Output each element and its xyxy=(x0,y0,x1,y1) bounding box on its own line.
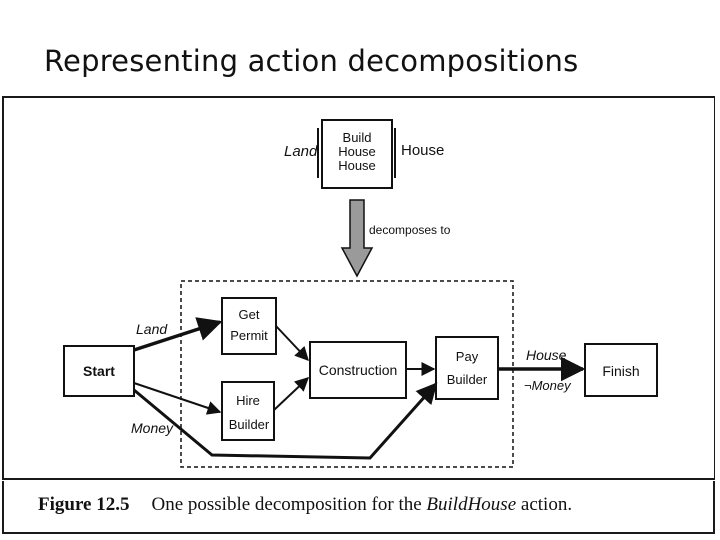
edge-label-money: Money xyxy=(131,420,174,436)
caption-text-before: One possible decomposition for the xyxy=(151,494,422,515)
edge-start-to-hire-builder xyxy=(133,382,222,415)
decomposes-label: decomposes to xyxy=(369,223,451,237)
finish-node xyxy=(584,343,658,397)
get-permit-line-2: Permit xyxy=(230,328,268,343)
construction-node xyxy=(309,341,407,399)
start-node xyxy=(63,345,135,397)
top-input-label: Land xyxy=(284,143,318,160)
figure-caption: Figure 12.5 One possible decomposition fo… xyxy=(38,494,572,516)
pay-builder-node xyxy=(435,336,499,400)
buildhouse-line-3: House xyxy=(338,158,376,173)
caption-frame xyxy=(2,481,715,534)
edge-label-house: House xyxy=(526,347,567,363)
finish-label: Finish xyxy=(602,363,639,379)
start-label: Start xyxy=(83,363,115,379)
edge-get-permit-to-construction xyxy=(275,325,309,362)
edge-start-to-get-permit xyxy=(133,317,223,352)
caption-text-after: action. xyxy=(520,494,573,515)
caption-action-name: BuildHouse xyxy=(426,494,517,515)
decomposes-arrow xyxy=(340,199,374,278)
edge-start-to-pay-builder xyxy=(133,382,438,460)
hire-builder-line-1: Hire xyxy=(236,393,260,408)
hire-builder-line-2: Builder xyxy=(229,417,270,432)
construction-label: Construction xyxy=(319,362,398,378)
pay-builder-line-1: Pay xyxy=(456,349,479,364)
edge-hire-builder-to-construction xyxy=(273,377,310,411)
hire-builder-node xyxy=(221,381,275,441)
pay-builder-line-2: Builder xyxy=(447,372,488,387)
figure-frame xyxy=(2,96,715,480)
caption-figure-number: Figure 12.5 xyxy=(38,494,130,515)
buildhouse-box xyxy=(321,119,393,189)
top-output-label: House xyxy=(401,142,444,159)
buildhouse-line-1: Build xyxy=(343,130,372,145)
edge-label-not-money: ¬Money xyxy=(524,378,572,393)
edge-label-land: Land xyxy=(136,321,168,337)
get-permit-line-1: Get xyxy=(239,307,260,322)
buildhouse-line-2: House xyxy=(338,144,376,159)
slide-title: Representing action decompositions xyxy=(44,44,579,78)
